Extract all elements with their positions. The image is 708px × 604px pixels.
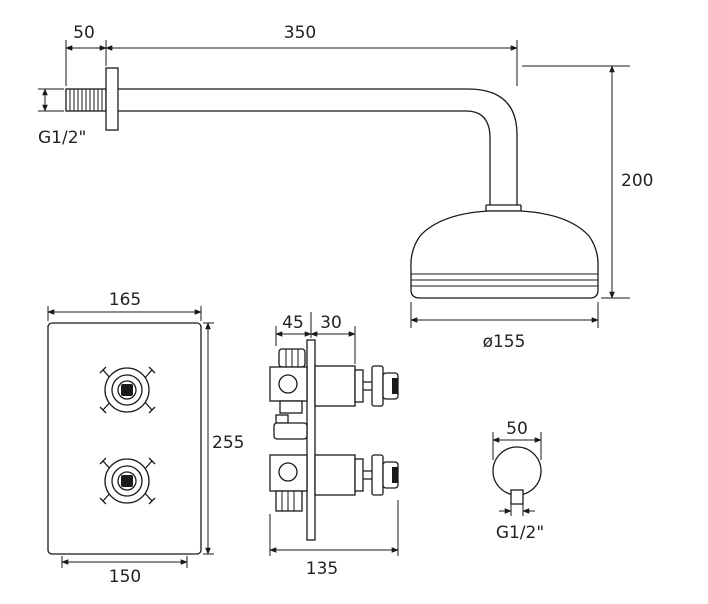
dim-side-depths: 45 30 [275,312,356,364]
dim-head-diameter-label: ø155 [483,332,526,352]
valve-side-drawing: 45 30 135 [269,312,399,579]
outlet-thread-label: G1/2" [496,523,544,543]
arm-thread-label: G1/2" [38,128,86,148]
head-collar [485,204,522,212]
dim-inlet-length: 50 [65,23,107,86]
dim-drop-height: 200 [522,65,653,299]
dim-arm-length: 350 [105,23,518,86]
shower-arm [118,88,518,205]
dim-valve-height-label: 255 [212,433,244,453]
dim-outlet-thread: G1/2" [496,504,544,543]
lower-valve-body [269,414,399,512]
dim-side-total-depth-label: 135 [306,559,338,579]
dim-valve-width-bottom: 150 [61,556,188,587]
dim-valve-width-top-label: 165 [109,290,141,310]
dim-valve-height: 255 [203,322,244,555]
shower-head [410,210,599,299]
upper-cross-handle [99,366,156,414]
dim-head-diameter: ø155 [410,302,599,352]
wall-flange [105,67,119,131]
dim-drop-height-label: 200 [621,171,653,191]
dim-inlet-length-label: 50 [73,23,95,43]
dim-side-total-depth: 135 [269,500,399,579]
dim-side-depth-front-label: 30 [320,313,342,333]
dim-valve-width-bottom-label: 150 [109,567,141,587]
valve-front-drawing: 165 255 150 [47,290,244,587]
lower-cross-handle [99,457,156,505]
dim-outlet-diameter: 50 [492,419,542,460]
upper-valve-body [269,348,399,414]
dim-arm-length-label: 350 [284,23,316,43]
dim-side-depth-rear-label: 45 [282,313,304,333]
wall-outlet-body [492,446,542,496]
side-faceplate [306,339,316,541]
shower-arm-drawing: 50 350 G1/2" 200 ø155 [38,23,653,352]
threaded-inlet [65,88,107,112]
valve-faceplate [47,322,202,555]
dim-valve-width-top: 165 [47,290,202,321]
wall-outlet-drawing: 50 G1/2" [492,419,544,543]
dim-outlet-diameter-label: 50 [506,419,528,439]
dim-thread-height: G1/2" [38,88,86,148]
wall-outlet-nozzle [510,489,524,505]
